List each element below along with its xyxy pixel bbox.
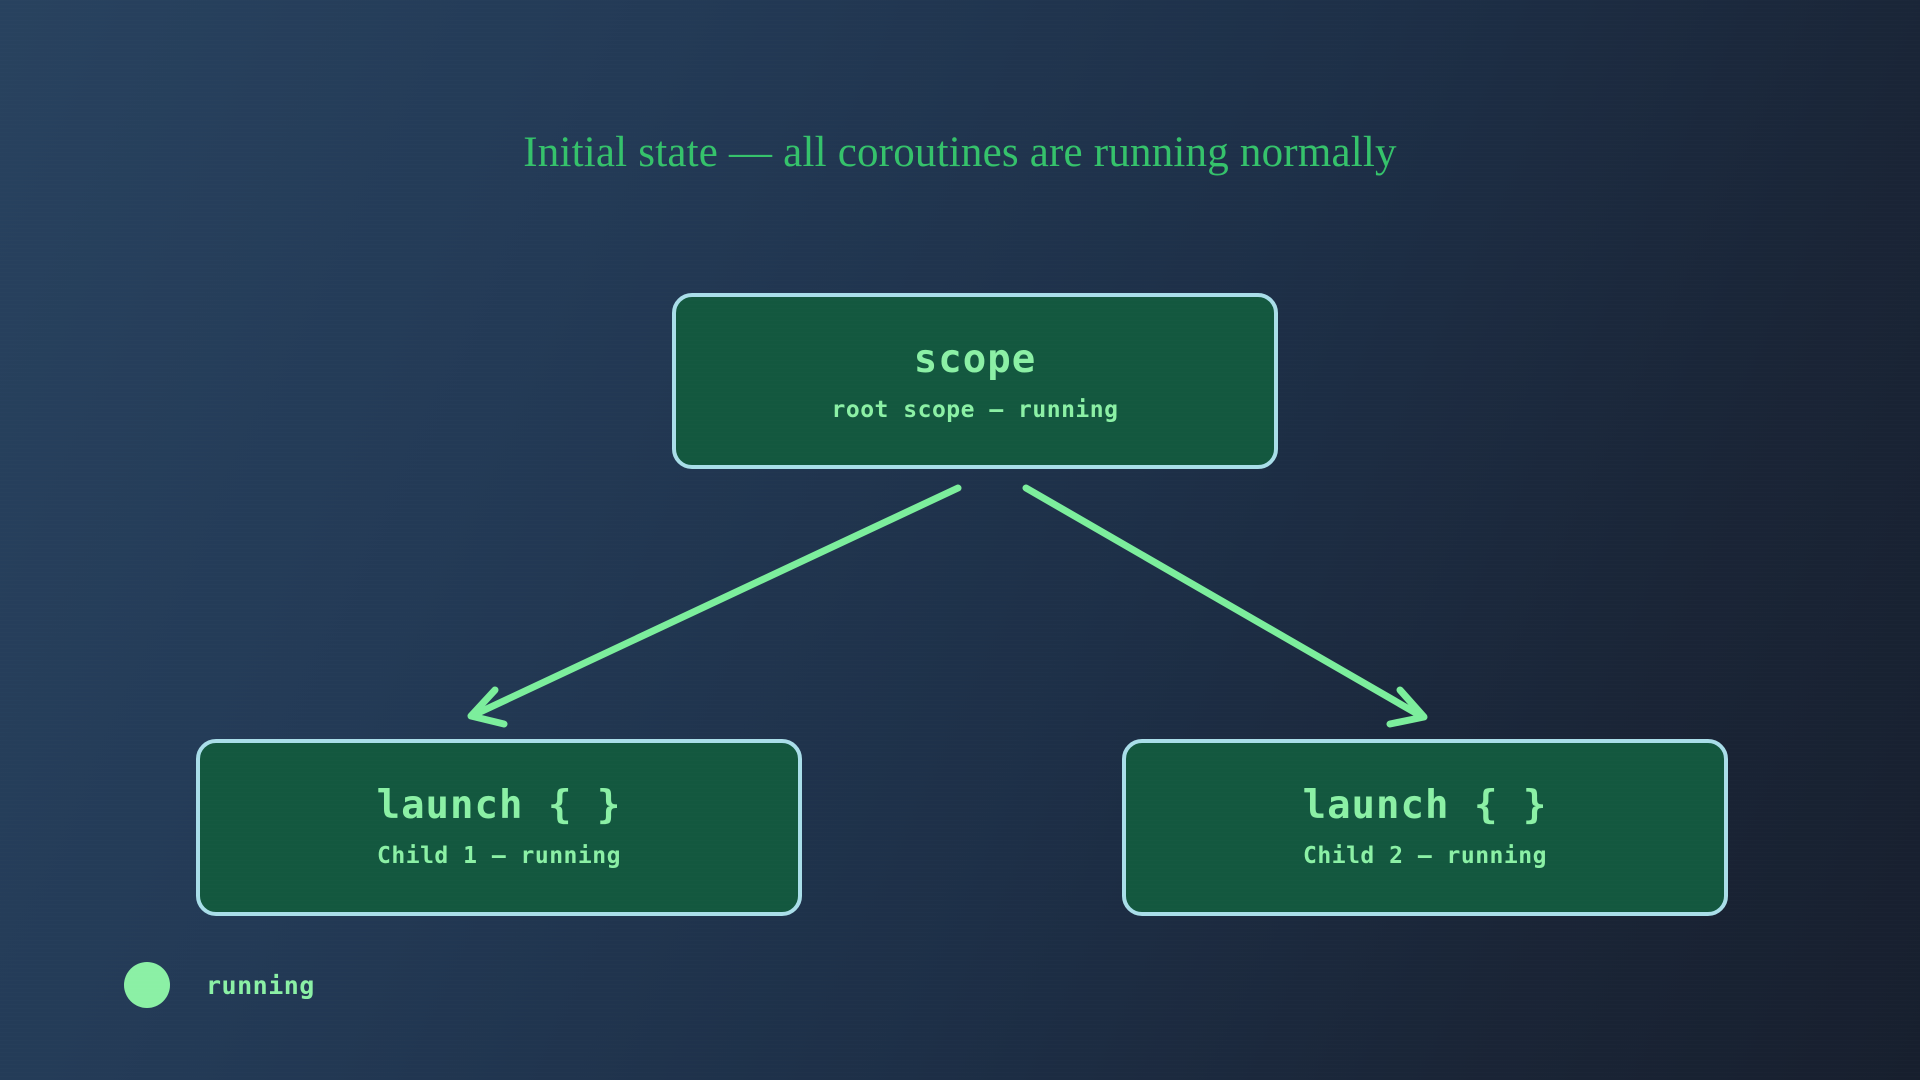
node-scope-subtitle: root scope — running [831,396,1119,423]
node-child-2-title: launch { } [1302,783,1548,829]
legend-label-running: running [206,970,315,1000]
legend: running [124,962,315,1008]
node-child-1-title: launch { } [376,783,622,829]
node-scope[interactable]: scope root scope — running [672,293,1278,469]
edge-scope-to-child1 [467,484,962,728]
node-scope-title: scope [913,336,1037,382]
node-child-1[interactable]: launch { } Child 1 — running [196,739,802,916]
page-title: Initial state — all coroutines are runni… [523,129,1397,176]
node-child-1-subtitle: Child 1 — running [377,843,621,870]
node-child-2-subtitle: Child 2 — running [1303,843,1547,870]
legend-swatch-running-icon [124,962,170,1008]
edge-scope-to-child2 [1022,484,1428,728]
node-child-2[interactable]: launch { } Child 2 — running [1122,739,1728,916]
